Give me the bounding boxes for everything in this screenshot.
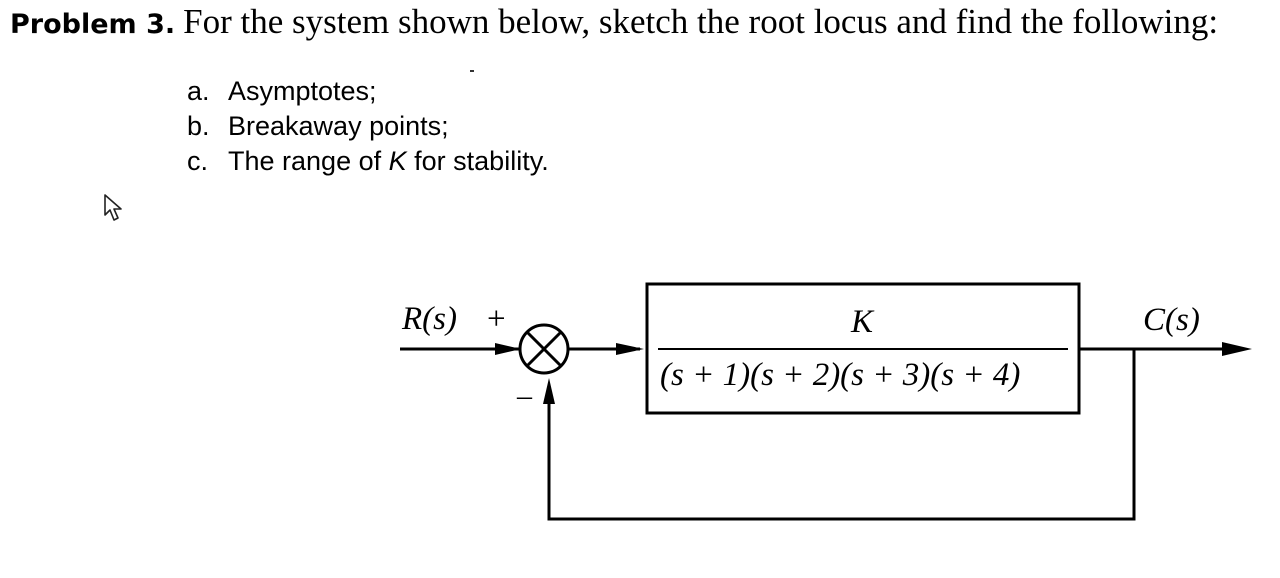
part-letter: a. bbox=[187, 76, 210, 106]
input-label: R(s) bbox=[402, 301, 457, 337]
part-text: Asymptotes; bbox=[228, 76, 377, 106]
part-a: a. Asymptotes; bbox=[187, 74, 549, 109]
part-c: c. The range of K for stability. bbox=[187, 144, 549, 179]
numerator-k: K bbox=[851, 304, 874, 340]
feedback-path bbox=[547, 349, 1136, 521]
summing-junction bbox=[518, 323, 570, 375]
feedback-arrowhead bbox=[543, 378, 555, 404]
output-arrowhead bbox=[1222, 342, 1252, 356]
denominator: (s + 1)(s + 2)(s + 3)(s + 4) bbox=[660, 357, 1021, 393]
problem-heading: Problem 3. For the system shown below, s… bbox=[10, 2, 1218, 46]
output-label: C(s) bbox=[1143, 302, 1200, 338]
input-arrowhead bbox=[495, 343, 521, 355]
pointer-cursor-icon bbox=[104, 194, 122, 221]
part-letter: b. bbox=[187, 111, 210, 141]
part-text-before: The range of bbox=[228, 146, 382, 176]
problem-label: Problem 3. bbox=[10, 9, 176, 40]
part-variable-k: K bbox=[388, 146, 407, 176]
part-b: b. Breakaway points; bbox=[187, 109, 549, 144]
forward-arrowhead bbox=[616, 343, 644, 355]
part-text-after: for stability. bbox=[414, 146, 549, 176]
minus-sign: – bbox=[517, 379, 532, 412]
problem-statement: For the system shown below, sketch the r… bbox=[183, 2, 1219, 41]
plus-sign: + bbox=[487, 301, 506, 337]
part-text: Breakaway points; bbox=[228, 111, 449, 141]
part-letter: c. bbox=[187, 146, 209, 176]
parts-list: a. Asymptotes; b. Breakaway points; c. T… bbox=[187, 74, 549, 179]
stray-mark bbox=[470, 70, 474, 72]
